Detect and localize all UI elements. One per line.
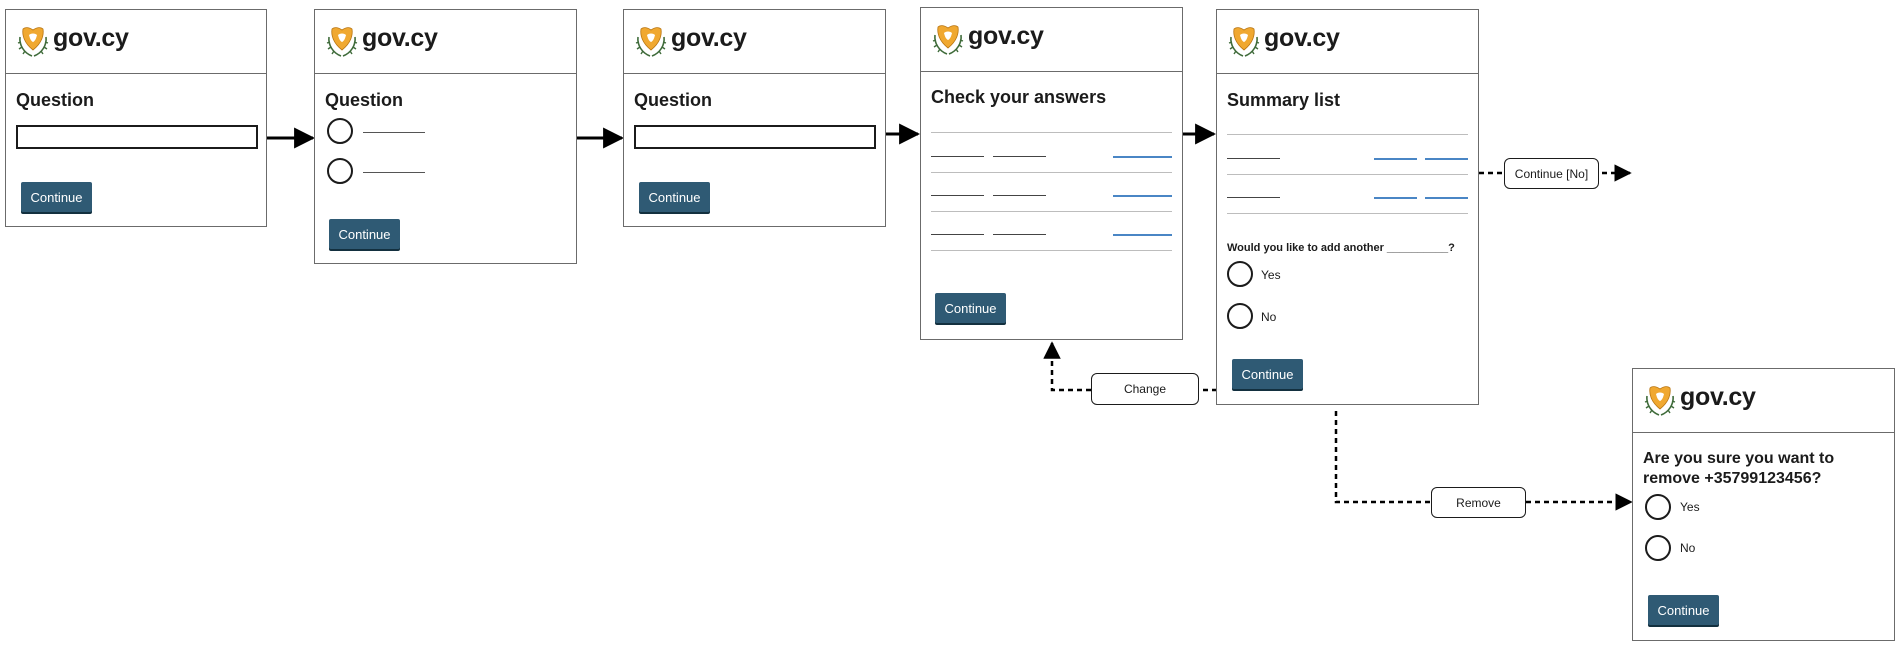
summary-divider <box>931 132 1172 133</box>
summary-divider <box>931 211 1172 212</box>
summary-value <box>993 195 1046 196</box>
flow-label-continue-no: Continue [No] <box>1504 158 1599 189</box>
summary-key <box>931 195 984 196</box>
continue-button[interactable]: Continue <box>1648 595 1719 625</box>
cyprus-shield-icon <box>1228 26 1260 57</box>
screen-remove-confirmation: gov.cy Are you sure you want to remove +… <box>1632 368 1895 641</box>
brand-name: gov.cy <box>1264 24 1340 52</box>
remove-link[interactable] <box>1425 158 1468 160</box>
brand-name: gov.cy <box>968 22 1044 50</box>
radio-option-1[interactable] <box>327 118 353 144</box>
radio-no[interactable] <box>1227 303 1253 329</box>
summary-divider <box>1227 134 1468 135</box>
change-link[interactable] <box>1113 195 1172 197</box>
brand-name: gov.cy <box>53 24 129 52</box>
flow-label-change: Change <box>1091 373 1199 405</box>
cyprus-shield-icon <box>17 26 49 57</box>
radio-option-2[interactable] <box>327 158 353 184</box>
summary-key <box>1227 158 1280 159</box>
summary-value <box>993 234 1046 235</box>
flow-label-remove: Remove <box>1431 487 1526 518</box>
cyprus-shield-icon <box>326 26 358 57</box>
remove-link[interactable] <box>1425 197 1468 199</box>
summary-divider <box>1227 213 1468 214</box>
radio-yes[interactable] <box>1227 261 1253 287</box>
arrow-remove <box>1334 411 1431 504</box>
continue-button[interactable]: Continue <box>21 182 92 212</box>
question-heading: Question <box>16 90 95 110</box>
screen-summary-list: gov.cy Summary list Would you like to ad… <box>1216 9 1479 405</box>
radio-label-placeholder <box>363 132 425 133</box>
screen-check-answers: gov.cy Check your answers Continue <box>920 7 1183 340</box>
site-header: gov.cy <box>315 10 576 74</box>
radio-yes[interactable] <box>1645 494 1671 520</box>
change-link[interactable] <box>1374 197 1417 199</box>
summary-key <box>1227 197 1280 198</box>
text-input[interactable] <box>634 125 876 149</box>
radio-yes-label: Yes <box>1261 268 1281 282</box>
site-header: gov.cy <box>624 10 885 74</box>
arrow-change-back <box>1043 341 1091 392</box>
summary-divider <box>931 172 1172 173</box>
continue-button[interactable]: Continue <box>1232 359 1303 389</box>
page-title: Summary list <box>1227 90 1341 110</box>
page-title: Check your answers <box>931 87 1107 107</box>
brand-name: gov.cy <box>362 24 438 52</box>
site-header: gov.cy <box>1633 369 1894 433</box>
radio-no-label: No <box>1680 541 1696 555</box>
radio-no-label: No <box>1261 310 1277 324</box>
continue-button[interactable]: Continue <box>935 293 1006 323</box>
site-header: gov.cy <box>921 8 1182 72</box>
brand-name: gov.cy <box>1680 383 1756 411</box>
change-link[interactable] <box>1113 234 1172 236</box>
summary-divider <box>931 250 1172 251</box>
text-input[interactable] <box>16 125 258 149</box>
screen-radio-question: gov.cy Question Continue <box>314 9 577 264</box>
question-heading: Question <box>634 90 713 110</box>
cyprus-shield-icon <box>1644 385 1676 416</box>
summary-value <box>993 156 1046 157</box>
screen-text-question-1: gov.cy Question Continue <box>5 9 267 227</box>
change-link[interactable] <box>1113 156 1172 158</box>
summary-divider <box>1227 174 1468 175</box>
summary-key <box>931 234 984 235</box>
radio-yes-label: Yes <box>1680 500 1700 514</box>
site-header: gov.cy <box>6 10 266 74</box>
radio-no[interactable] <box>1645 535 1671 561</box>
add-another-question: Would you like to add another __________… <box>1227 242 1455 254</box>
change-link[interactable] <box>1374 158 1417 160</box>
site-header: gov.cy <box>1217 10 1478 74</box>
brand-name: gov.cy <box>671 24 747 52</box>
cyprus-shield-icon <box>635 26 667 57</box>
summary-key <box>931 156 984 157</box>
continue-button[interactable]: Continue <box>639 182 710 212</box>
continue-button[interactable]: Continue <box>329 219 400 249</box>
confirmation-question: Are you sure you want to remove +3579912… <box>1643 450 1835 487</box>
radio-label-placeholder <box>363 172 425 173</box>
cyprus-shield-icon <box>932 24 964 55</box>
screen-text-question-2: gov.cy Question Continue <box>623 9 886 227</box>
question-heading: Question <box>325 90 404 110</box>
